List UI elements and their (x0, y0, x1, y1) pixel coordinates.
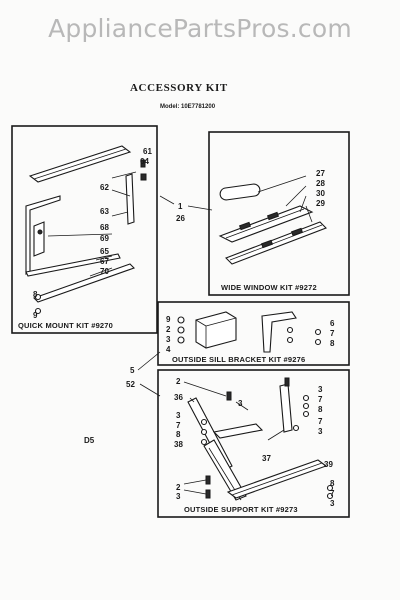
part-62-frame (25, 195, 61, 275)
callout-38: 38 (174, 440, 183, 449)
wide-window-kit-label: WIDE WINDOW KIT #9272 (221, 283, 317, 292)
kit-callouts-1-26: 1 26 (159, 195, 213, 223)
callout-8: 8 (176, 430, 181, 439)
wide-window-kit-frame (208, 131, 350, 296)
callout-61: 61 (143, 147, 152, 156)
callout-9: 9 (166, 315, 171, 324)
quick-mount-kit-frame (11, 125, 158, 334)
callout-30: 30 (316, 189, 325, 198)
callout-62: 62 (100, 183, 109, 192)
part-38-leg (203, 439, 247, 501)
kit-callouts-5-52: 5 52 (126, 351, 161, 397)
part-68-strip (33, 221, 45, 257)
callout-8: 8 (33, 290, 38, 299)
callout-4: 4 (166, 345, 171, 354)
quick-mount-kit: 61 64 62 63 68 69 65 67 70 8 9 QUICK MOU… (11, 125, 158, 334)
wide-window-kit: 27 28 30 29 WIDE WINDOW KIT #9272 (208, 131, 350, 296)
callout-52: 52 (126, 380, 135, 389)
callout-9: 9 (33, 311, 38, 320)
callout-37: 37 (262, 454, 271, 463)
callout-1: 1 (178, 202, 183, 211)
callout-26: 26 (176, 214, 185, 223)
part-63-side-bar (125, 173, 135, 225)
screw-icon (140, 159, 146, 168)
callout-8: 8 (330, 479, 335, 488)
part-4-cover (195, 311, 237, 349)
part-70-bottom-bar (32, 263, 136, 303)
callout-8: 8 (330, 339, 335, 348)
callout-7: 7 (176, 421, 181, 430)
callout-65: 65 (100, 247, 109, 256)
callout-64: 64 (140, 157, 149, 166)
quick-mount-kit-label: QUICK MOUNT KIT #9270 (18, 321, 113, 330)
outside-sill-bracket-kit: 9 2 3 4 6 7 8 OUTSIDE SILL BRACKET KIT #… (157, 301, 350, 366)
part-6-bracket (261, 311, 297, 353)
callout-63: 63 (100, 207, 109, 216)
callout-8: 8 (318, 405, 323, 414)
outside-support-kit-label: OUTSIDE SUPPORT KIT #9273 (184, 505, 298, 514)
outside-sill-bracket-kit-frame (157, 301, 350, 366)
outside-support-kit: 2 36 3 3 7 8 38 2 3 37 3 7 8 7 3 39 8 7 … (157, 369, 350, 518)
callout-36: 36 (174, 393, 183, 402)
callout-27: 27 (316, 169, 325, 178)
callout-7: 7 (318, 417, 323, 426)
watermark: AppliancePartsPros.com (48, 14, 352, 43)
callout-70: 70 (100, 267, 109, 276)
callout-3: 3 (166, 335, 171, 344)
outside-sill-bracket-kit-label: OUTSIDE SILL BRACKET KIT #9276 (172, 355, 305, 364)
callout-67: 67 (100, 257, 109, 266)
callout-7: 7 (318, 395, 323, 404)
callout-3: 3 (176, 411, 181, 420)
callout-68: 68 (100, 223, 109, 232)
callout-7: 7 (330, 489, 335, 498)
callout-2: 2 (166, 325, 171, 334)
part-27-foam-seal (219, 183, 261, 201)
callout-2: 2 (176, 483, 181, 492)
callout-3: 3 (318, 427, 323, 436)
screw-icon (140, 173, 147, 181)
part-37-bracket (279, 383, 293, 433)
callout-69: 69 (100, 234, 109, 243)
callout-3: 3 (238, 399, 243, 408)
side-code: D5 (84, 436, 95, 445)
callout-7: 7 (330, 329, 335, 338)
callout-39: 39 (324, 460, 333, 469)
callout-3: 3 (176, 492, 181, 501)
callout-3: 3 (318, 385, 323, 394)
callout-2: 2 (176, 377, 181, 386)
callout-3: 3 (330, 499, 335, 508)
callout-28: 28 (316, 179, 325, 188)
outside-support-kit-frame (157, 369, 350, 518)
callout-5: 5 (130, 366, 135, 375)
callout-6: 6 (330, 319, 335, 328)
diagram-title: ACCESSORY KIT (130, 82, 228, 94)
callout-29: 29 (316, 199, 325, 208)
brace (212, 423, 264, 439)
model-number: Model: 10E7781200 (160, 104, 216, 110)
